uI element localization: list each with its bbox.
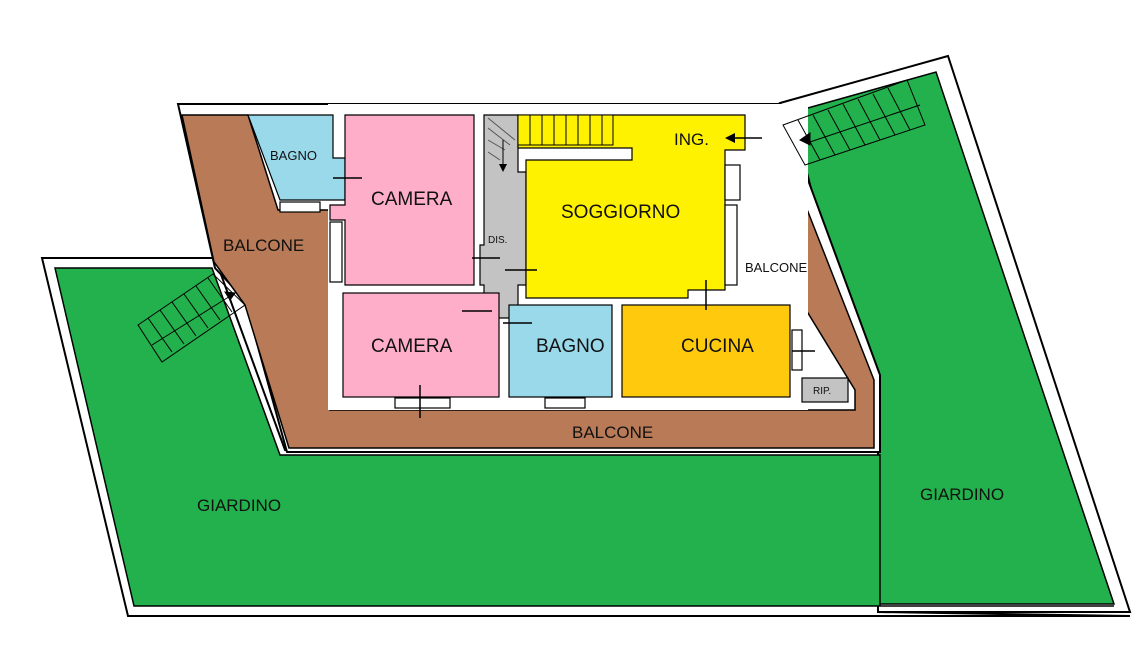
label-cucina: CUCINA (681, 336, 754, 357)
room-cucina (621, 304, 791, 398)
label-camera-bottom: CAMERA (371, 336, 453, 357)
room-bagno-bottom (508, 304, 613, 398)
label-bagno-top: BAGNO (270, 148, 317, 163)
label-soggiorno: SOGGIORNO (561, 202, 680, 223)
label-ingresso: ING. (674, 130, 709, 149)
windows (279, 164, 803, 409)
label-camera-top: CAMERA (371, 189, 453, 210)
stairs-interior (487, 114, 614, 172)
label-balcone-right: BALCONE (745, 260, 807, 275)
room-soggiorno (517, 114, 746, 299)
label-disimpegno: DIS. (488, 235, 507, 246)
entrance-arrow-icon (725, 133, 762, 143)
stairs-exterior-right (782, 79, 926, 166)
stairs-exterior-left (137, 273, 246, 363)
label-balcone-left: BALCONE (223, 236, 304, 255)
label-bagno-bottom: BAGNO (536, 336, 605, 357)
room-ripostiglio (801, 377, 849, 403)
door-marks (333, 177, 815, 418)
label-ripostiglio: RIP. (813, 386, 831, 397)
room-camera-top (329, 114, 475, 286)
label-balcone-bottom: BALCONE (572, 423, 653, 442)
label-giardino-right: GIARDINO (920, 485, 1004, 504)
label-giardino-left: GIARDINO (197, 496, 281, 515)
